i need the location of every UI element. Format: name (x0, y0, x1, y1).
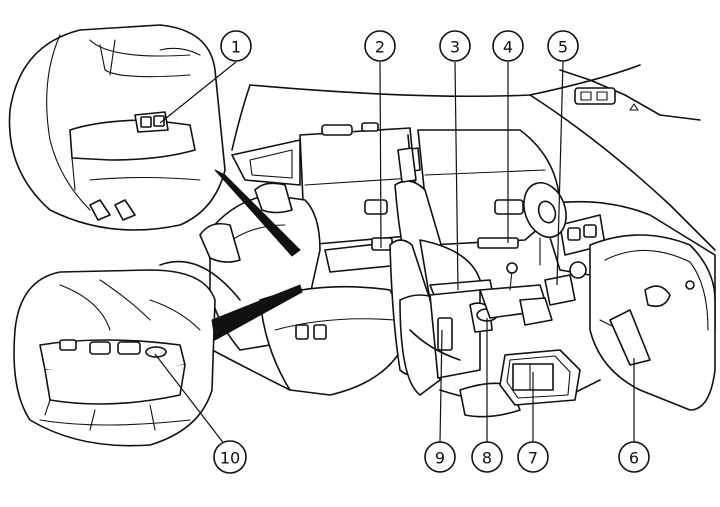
callout-3: 3 (439, 30, 471, 62)
leader-5 (556, 61, 564, 286)
callout-8: 8 (471, 441, 503, 473)
callout-7: 7 (517, 441, 549, 473)
callout-10-label: 10 (220, 449, 240, 468)
leader-9 (439, 329, 443, 443)
callout-4-label: 4 (503, 38, 513, 57)
callout-7-label: 7 (528, 449, 538, 468)
callout-9-label: 9 (435, 449, 445, 468)
callout-2: 2 (364, 30, 396, 62)
leader-lines (154, 61, 635, 446)
callout-10: 10 (213, 440, 247, 474)
callout-8-label: 8 (482, 449, 492, 468)
inset-center-console-detail (13, 269, 303, 447)
callout-9: 9 (424, 441, 456, 473)
callout-5-label: 5 (558, 38, 568, 57)
callout-2-label: 2 (375, 38, 385, 57)
leader-10 (154, 353, 226, 446)
callout-1-label: 1 (231, 38, 241, 57)
callouts: 1 2 3 4 5 6 7 8 (213, 30, 650, 474)
callout-5: 5 (547, 30, 579, 62)
leader-1 (159, 61, 237, 124)
callout-4: 4 (492, 30, 524, 62)
leader-3 (454, 61, 459, 291)
leader-2 (379, 61, 382, 249)
inset-rear-armrest-detail (8, 24, 301, 257)
callout-1: 1 (220, 30, 252, 62)
callout-6: 6 (618, 441, 650, 473)
callout-6-label: 6 (629, 449, 639, 468)
callout-3-label: 3 (450, 38, 460, 57)
vehicle-interior-illustration (159, 64, 716, 418)
